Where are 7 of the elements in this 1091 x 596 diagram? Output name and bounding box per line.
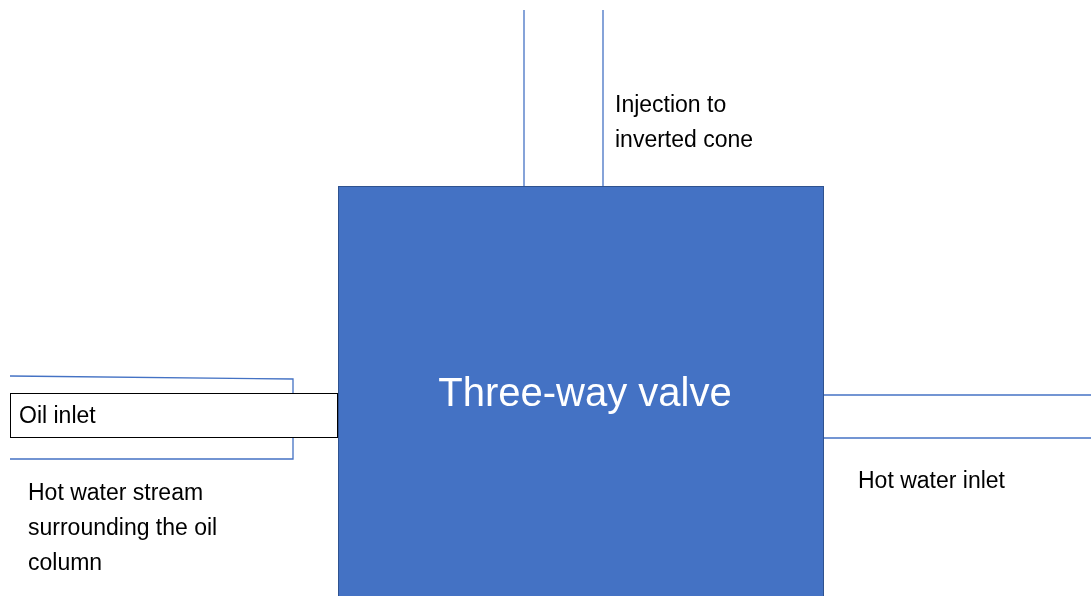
valve-box [338, 186, 824, 596]
pipe-label: Hot water stream surrounding the oil column [28, 478, 219, 577]
pipe-label: Hot water inlet [858, 466, 1006, 495]
pipe-label: Injection to inverted cone [615, 90, 755, 154]
inlet-label: Oil inlet [19, 402, 96, 429]
inlet-box [10, 393, 338, 438]
valve-label: Three-way valve [438, 370, 732, 415]
